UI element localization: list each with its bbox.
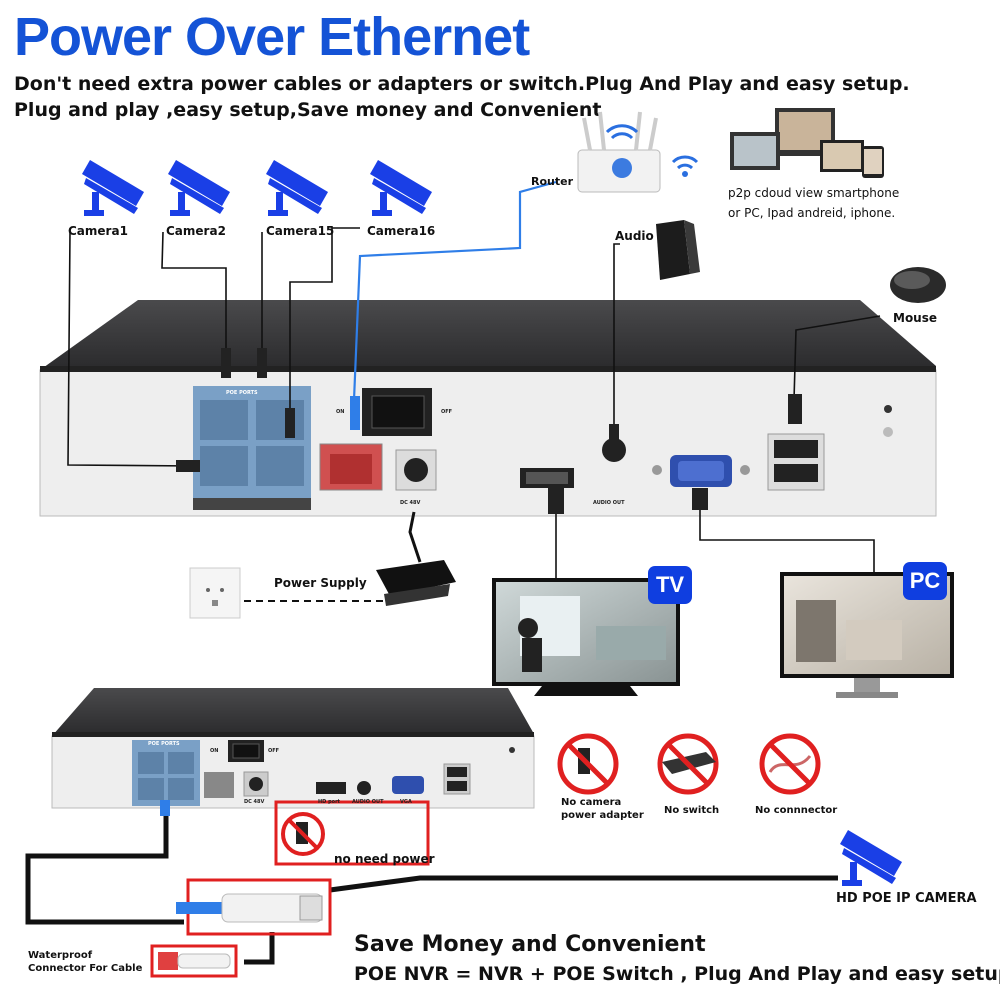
waterproof-label-1: Waterproof	[28, 950, 93, 961]
router-label: Router	[531, 175, 574, 188]
poe-equation: POE NVR = NVR + POE Switch , Plug And Pl…	[354, 963, 1000, 985]
page-title: Power Over Ethernet	[14, 7, 530, 67]
switch-on-label: ON	[336, 409, 345, 415]
audio-out-label: AUDIO OUT	[593, 500, 625, 506]
small-hd-port-label: HD port	[318, 799, 340, 805]
power-supply-label: Power Supply	[274, 576, 367, 590]
camera-label-16: Camera16	[367, 224, 436, 238]
wall-outlet-icon	[189, 567, 241, 619]
subtitle-line-2: Plug and play ,easy setup,Save money and…	[14, 99, 602, 121]
nvr-main	[39, 300, 937, 517]
nvr-small	[51, 688, 535, 809]
rj45-plugs	[176, 348, 802, 514]
cables-lower	[25, 806, 838, 965]
mouse-icon	[890, 267, 946, 303]
camera-cable-blue	[160, 800, 170, 816]
waterproof-label-2: Connector For Cable	[28, 963, 143, 974]
camera-icon-1	[82, 160, 144, 216]
hd-poe-camera-icon	[840, 830, 902, 886]
p2p-line-2: or PC, Ipad andreid, iphone.	[728, 206, 896, 220]
camera-icon-16	[370, 160, 432, 216]
pc-badge: PC	[903, 562, 947, 600]
camera-label-1: Camera1	[68, 224, 128, 238]
no-power-adapter-icon	[281, 812, 325, 856]
no-camera-label-1: No camera	[561, 797, 622, 808]
small-poe-ports-label: POE PORTS	[148, 741, 180, 747]
camera-label-2: Camera2	[166, 224, 226, 238]
no-connector-icon	[759, 733, 821, 795]
p2p-devices-icon	[730, 108, 884, 178]
no-power-box	[274, 800, 430, 866]
small-on-label: ON	[210, 748, 219, 754]
small-off-label: OFF	[268, 748, 280, 754]
cable-gland-icon	[158, 952, 231, 970]
no-connector-label: No connnector	[755, 805, 838, 816]
hd-poe-camera-label: HD POE IP CAMERA	[836, 891, 977, 906]
no-camera-label-2: power adapter	[561, 810, 644, 821]
small-vga-label: VGA	[400, 799, 412, 805]
camera-icon-15	[266, 160, 328, 216]
audio-label: Audio	[615, 229, 654, 243]
power-adapter-icon	[376, 511, 456, 606]
tv-badge: TV	[648, 566, 692, 604]
save-money-title: Save Money and Convenient	[354, 932, 706, 957]
waterproof-connector-icon	[176, 893, 323, 923]
router-cable	[352, 180, 557, 401]
wifi-icon	[671, 155, 699, 177]
mouse-label: Mouse	[893, 311, 938, 325]
cable-gland-box	[150, 944, 238, 978]
router-icon	[577, 111, 661, 193]
no-switch-icon	[657, 733, 719, 795]
small-dc48v-label: DC 48V	[244, 799, 265, 805]
camera-icon-2	[168, 160, 230, 216]
pc-monitor-icon	[780, 572, 954, 698]
camera-label-15: Camera15	[266, 224, 335, 238]
dc48v-label: DC 48V	[400, 500, 421, 506]
cables-main	[67, 227, 881, 578]
subtitle-line-1: Don't need extra power cables or adapter…	[14, 73, 910, 95]
p2p-line-1: p2p cdoud view smartphone	[728, 186, 900, 200]
no-switch-label: No switch	[664, 805, 720, 816]
speaker-icon	[656, 220, 700, 280]
small-audio-out-label: AUDIO OUT	[352, 799, 384, 805]
switch-off-label: OFF	[441, 409, 453, 415]
no-need-power-label: no need power	[334, 852, 435, 866]
poe-ports-label: POE PORTS	[226, 390, 258, 396]
tv-icon	[492, 578, 680, 696]
no-camera-adapter-icon	[557, 733, 619, 795]
